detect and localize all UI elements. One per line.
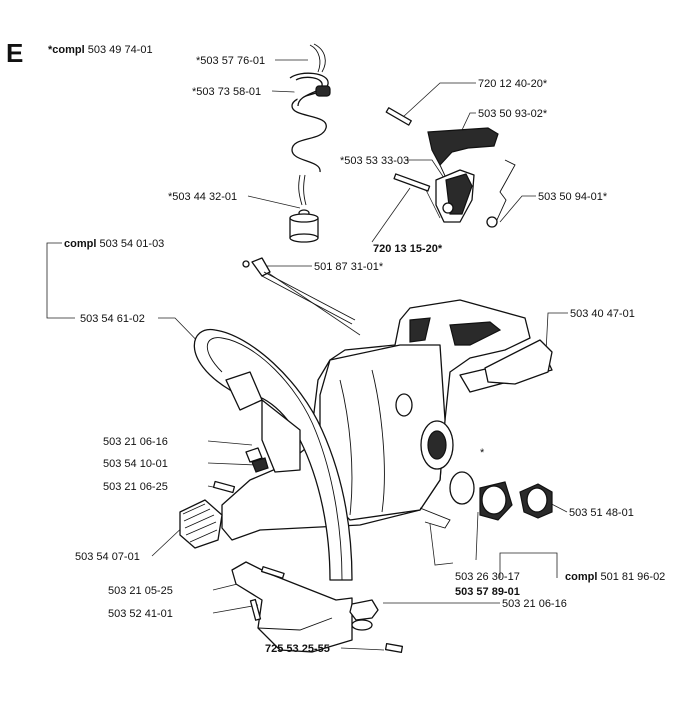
callout-503-54-07-01: 503 54 07-01 bbox=[75, 551, 140, 563]
callout-501-87-31-01: 501 87 31-01* bbox=[314, 261, 384, 273]
callout-compl-501-81-96-02: compl 501 81 96-02 bbox=[565, 571, 665, 583]
throttle-trigger bbox=[435, 169, 475, 223]
callout-720-12-40-20: 720 12 40-20* bbox=[478, 78, 548, 90]
fuel-filter bbox=[289, 209, 319, 243]
callout-503-44-32-01: *503 44 32-01 bbox=[168, 191, 237, 203]
callout-503-57-76-01: *503 57 76-01 bbox=[196, 55, 265, 67]
callout-503-51-48-01: 503 51 48-01 bbox=[569, 507, 634, 519]
fasteners bbox=[212, 447, 404, 653]
callout-compl-503-54-01-03: compl 503 54 01-03 bbox=[64, 238, 164, 250]
callout-503-21-06-16-a: 503 21 06-16 bbox=[103, 436, 168, 448]
trigger-pins bbox=[385, 107, 431, 192]
air-intake-assembly bbox=[419, 471, 553, 529]
rear-handle-housing bbox=[221, 299, 553, 541]
callout-720-13-15-20: 720 13 15-20* bbox=[373, 243, 443, 255]
section-letter: E bbox=[6, 38, 23, 68]
handle-grip bbox=[179, 499, 223, 549]
callout-503-57-89-01: 503 57 89-01 bbox=[455, 586, 520, 598]
marker-asterisk: * bbox=[480, 447, 485, 459]
callout-503-50-94-01: 503 50 94-01* bbox=[538, 191, 608, 203]
callouts: *compl 503 49 74-01 *503 57 76-01 *503 7… bbox=[48, 44, 665, 655]
callout-503-52-41-01: 503 21 06-16 bbox=[502, 598, 567, 610]
callout-503-53-33-03: *503 53 33-03 bbox=[340, 155, 409, 167]
fuel-hose-spiral bbox=[289, 43, 331, 206]
callout-503-54-10-01: 503 54 10-01 bbox=[103, 458, 168, 470]
throttle-spring bbox=[486, 159, 516, 228]
throttle-rod bbox=[242, 257, 356, 325]
callout-503-21-06-25: 503 21 06-25 bbox=[103, 481, 168, 493]
callout-503-50-93-02: 503 50 93-02* bbox=[478, 108, 548, 120]
callout-503-26-30-17: 503 26 30-17 bbox=[455, 571, 520, 583]
callout-503-73-58-01: *503 73 58-01 bbox=[192, 86, 261, 98]
callout-503-21-05-25: 503 21 05-25 bbox=[108, 585, 173, 597]
callout-503-21-06-16-b: 503 52 41-01 bbox=[108, 608, 173, 620]
callout-503-40-47-01: 503 40 47-01 bbox=[570, 308, 635, 320]
callout-compl-503-49-74-01: *compl 503 49 74-01 bbox=[48, 44, 153, 56]
front-handlebar bbox=[193, 328, 353, 581]
callout-503-54-61-02: 503 54 61-02 bbox=[80, 313, 145, 325]
callout-725-53-25-55: 725 53 25-55 bbox=[265, 643, 330, 655]
